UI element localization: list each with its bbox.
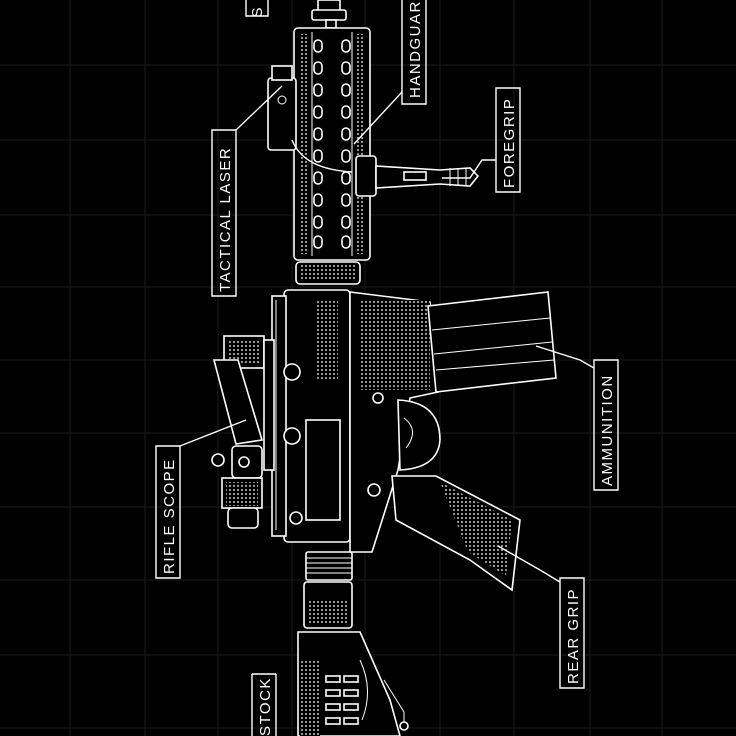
label-handguard: HANDGUARD	[407, 0, 424, 98]
label-rifle-scope: RIFLE SCOPE	[161, 458, 178, 574]
foregrip	[355, 155, 480, 197]
callout-handguard: HANDGUARD	[353, 0, 427, 145]
upper-receiver	[271, 289, 351, 543]
callout-rear-grip: REAR GRIP	[497, 545, 585, 689]
rifle-scope	[211, 335, 275, 529]
callout-foregrip: FOREGRIP	[442, 87, 521, 193]
callout-rifle-scope: RIFLE SCOPE	[155, 419, 247, 579]
lower-receiver	[349, 291, 439, 553]
label-top-clipped: S	[249, 6, 266, 18]
rifle-drawing	[211, 0, 557, 736]
trigger-guard	[397, 399, 441, 471]
callout-stock: STOCK	[251, 673, 277, 736]
callout-top: S	[245, 0, 269, 18]
callout-ammunition: AMMUNITION	[535, 345, 619, 491]
label-foregrip: FOREGRIP	[501, 98, 518, 188]
callout-tactical-laser: TACTICAL LASER	[211, 85, 283, 297]
label-ammunition: AMMUNITION	[599, 374, 616, 486]
handguard	[293, 27, 371, 285]
label-stock: STOCK	[257, 677, 274, 736]
label-tactical-laser: TACTICAL LASER	[217, 147, 234, 292]
muzzle	[311, 0, 347, 29]
pistol-grip	[391, 475, 521, 592]
stock	[297, 551, 409, 736]
tactical-laser	[267, 65, 353, 173]
label-rear-grip: REAR GRIP	[565, 588, 582, 684]
magazine	[427, 291, 557, 393]
